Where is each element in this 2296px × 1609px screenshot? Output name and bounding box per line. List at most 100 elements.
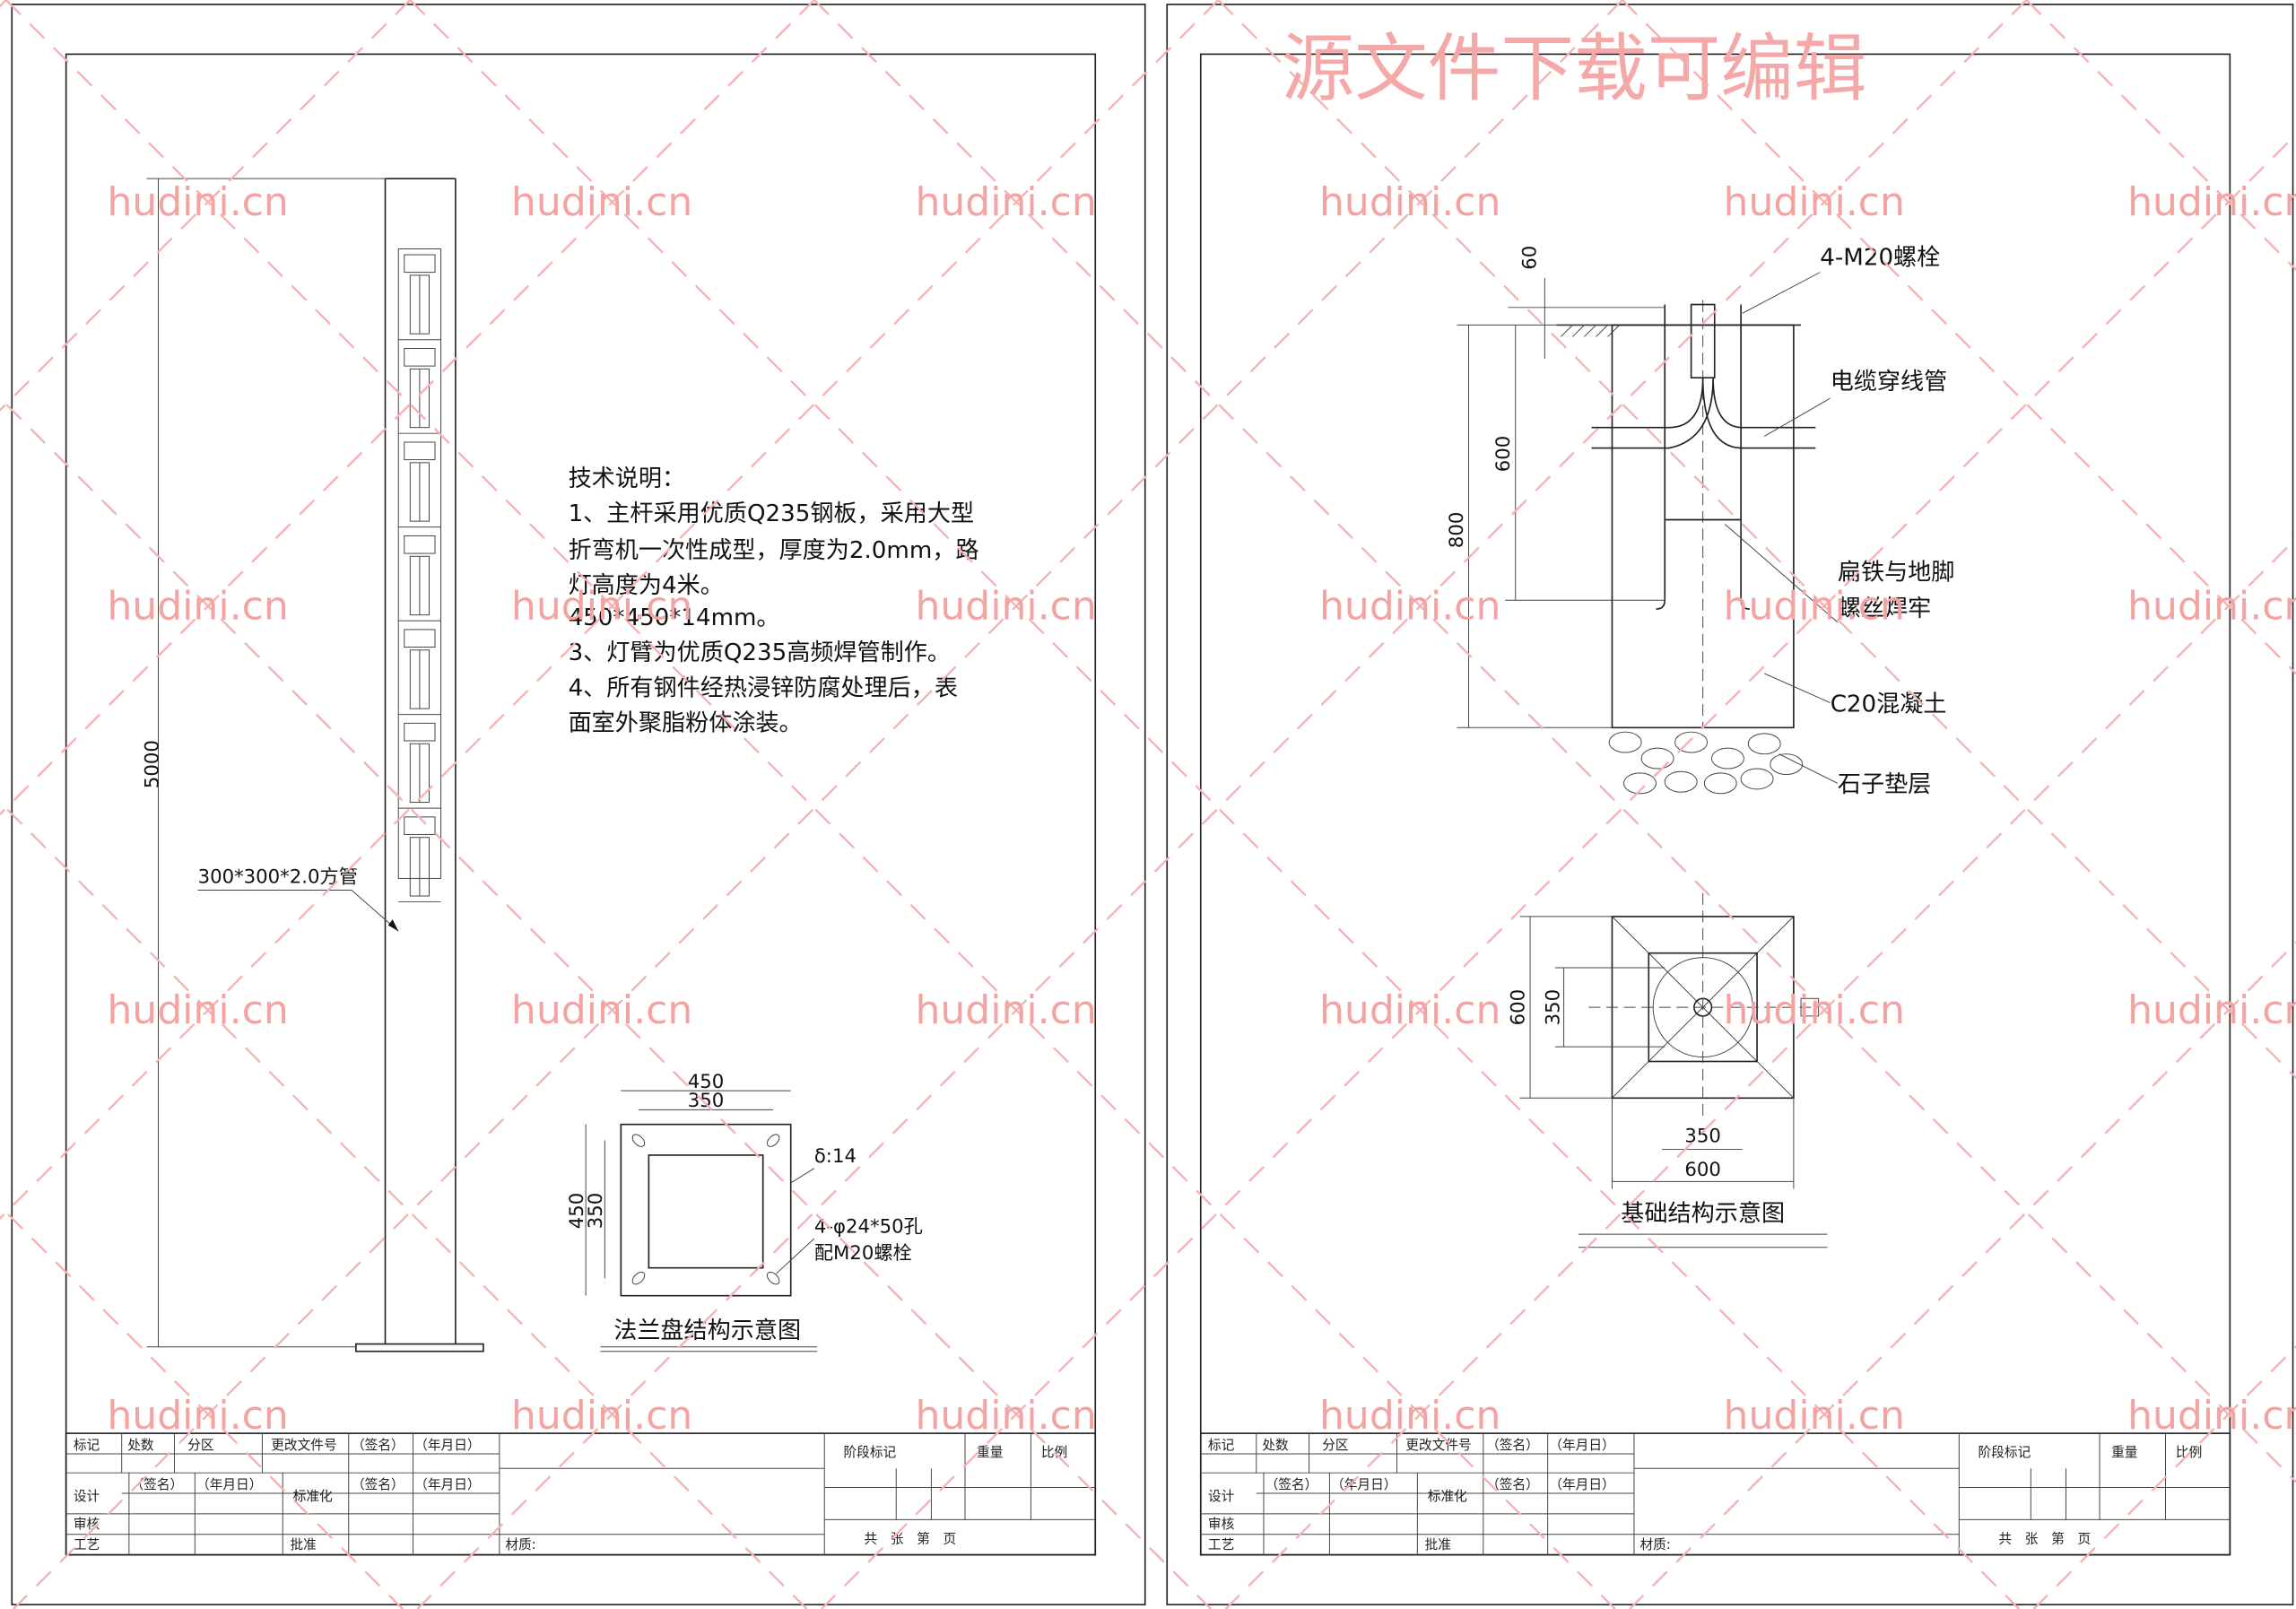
tb-sign: （签名）	[130, 1477, 183, 1492]
tb-stage-mark: 阶段标记	[843, 1445, 896, 1460]
watermark-text: hudini.cn	[511, 1393, 692, 1439]
tb-standard: 标准化	[293, 1489, 333, 1504]
flange-holes-label: 4-φ24*50孔	[814, 1215, 923, 1238]
watermark-text: hudini.cn	[511, 987, 692, 1033]
watermark-text: hudini.cn	[1319, 987, 1500, 1033]
tb-date: （年月日）	[196, 1477, 262, 1492]
gravel-label: 石子垫层	[1838, 771, 1931, 798]
watermark-line	[1622, 0, 2296, 675]
tb-change-doc: 更改文件号	[271, 1438, 336, 1453]
tb-design: 设计	[74, 1489, 100, 1504]
tb-weight: 重量	[2111, 1445, 2138, 1460]
tb-standard: 标准化	[1428, 1489, 1467, 1504]
tb-material: 材质:	[505, 1537, 535, 1552]
tb-change-doc: 更改文件号	[1405, 1438, 1471, 1453]
note-line: 450*450*14mm。	[569, 604, 780, 631]
tb-sheets: 共 张 第 页	[1998, 1531, 2091, 1547]
plan-dim-600-bottom: 600	[1684, 1159, 1721, 1181]
watermark-line	[13, 0, 1623, 1609]
note-line: 4、所有钢件经热浸锌防腐处理后，表	[569, 674, 958, 701]
tb-sign: （签名）	[352, 1477, 404, 1492]
watermark-text: hudini.cn	[107, 1393, 288, 1439]
weld-label-2: 螺丝焊牢	[1838, 596, 1931, 622]
watermark-text: hudini.cn	[1724, 584, 1905, 630]
dim-600: 600	[1492, 436, 1515, 473]
watermark-text: hudini.cn	[915, 1393, 1096, 1439]
note-line: 3、灯臂为优质Q235高频焊管制作。	[569, 639, 951, 666]
watermark-text: hudini.cn	[1724, 1393, 1905, 1439]
tb-date: （年月日）	[414, 1438, 480, 1453]
notes-title: 技术说明：	[569, 465, 686, 492]
bolt-label: 4-M20螺栓	[1820, 244, 1940, 271]
watermark-text: hudini.cn	[107, 987, 288, 1033]
watermark-text: hudini.cn	[2127, 1393, 2296, 1439]
watermark-text: hudini.cn	[2127, 179, 2296, 225]
flange-outer	[620, 1123, 792, 1297]
watermark-line	[0, 0, 1220, 1220]
tube-leader	[197, 890, 399, 932]
tb-date: （年月日）	[414, 1477, 480, 1492]
tb-date: （年月日）	[1549, 1438, 1614, 1453]
tb-process: 工艺	[1208, 1537, 1234, 1552]
dim-800: 800	[1446, 512, 1468, 549]
tube-label: 300*300*2.0方管	[198, 865, 358, 888]
watermark-text: hudini.cn	[2127, 987, 2296, 1033]
tb-count: 处数	[1262, 1438, 1289, 1453]
watermark-text: hudini.cn	[1724, 987, 1905, 1033]
flange-caption: 法兰盘结构示意图	[613, 1318, 801, 1344]
tb-count: 处数	[127, 1438, 154, 1453]
tb-date: （年月日）	[1549, 1477, 1614, 1492]
tb-review: 审核	[74, 1517, 100, 1532]
flange-thickness: δ:14	[814, 1145, 857, 1168]
watermark-text: hudini.cn	[1319, 1393, 1500, 1439]
watermark-line	[409, 0, 2021, 1609]
foundation-section: 60 600 800 4-M20螺栓 电缆穿线管 扁铁与地脚 螺丝焊牢 C20混…	[1446, 244, 1954, 798]
ground-hatch	[1560, 325, 1620, 337]
plan-dim-350-left: 350	[1543, 989, 1565, 1026]
watermark-line	[416, 0, 2028, 1609]
watermark-text: hudini.cn	[915, 179, 1096, 225]
watermark-text: hudini.cn	[915, 584, 1096, 630]
gravel-layer	[1608, 731, 1804, 795]
note-line: 面室外聚脂粉体涂装。	[569, 710, 803, 737]
cable-conduit	[1591, 378, 1816, 449]
watermark-line	[0, 1205, 404, 1609]
plan-caption: 基础结构示意图	[1621, 1200, 1785, 1227]
tb-design: 设计	[1208, 1489, 1235, 1504]
watermark-text: hudini.cn	[1724, 179, 1905, 225]
note-line: 折弯机一次性成型，厚度为2.0mm，路	[569, 537, 979, 564]
watermark-line	[4, 0, 1616, 1609]
tb-approve: 批准	[290, 1537, 317, 1552]
watermark-line	[1217, 0, 2296, 1080]
tb-process: 工艺	[74, 1537, 100, 1552]
watermark-text: hudini.cn	[1319, 584, 1500, 630]
watermark-text: hudini.cn	[1319, 179, 1500, 225]
tb-sign: （签名）	[352, 1438, 404, 1453]
watermark-text: hudini.cn	[915, 987, 1096, 1033]
watermark-line	[821, 133, 2296, 1609]
watermark-line	[0, 800, 808, 1609]
watermark-line	[0, 0, 7, 8]
flange-dim-inner-left: 350	[585, 1193, 607, 1230]
pole-elevation: 5000 300*300*2.0方管	[142, 178, 484, 1352]
flange-inner	[648, 1154, 764, 1269]
cable-label: 电缆穿线管	[1831, 369, 1948, 396]
watermark-line	[2025, 0, 2296, 272]
tb-stage-mark: 阶段标记	[1979, 1445, 2031, 1460]
tb-weight: 重量	[977, 1445, 1004, 1460]
tb-date: （年月日）	[1331, 1477, 1396, 1492]
tb-material: 材质:	[1639, 1537, 1670, 1552]
tb-approve: 批准	[1425, 1537, 1452, 1552]
left-sheet-frame	[65, 53, 1097, 1556]
tb-sign: （签名）	[1265, 1477, 1318, 1492]
watermark-line	[0, 0, 412, 412]
dim-60: 60	[1519, 246, 1542, 270]
flange-diagram: 450 350 450 350 δ:14 4-φ24*50孔 配M20螺栓 法兰…	[566, 1071, 923, 1352]
watermark-line	[1629, 941, 2296, 1609]
decorative-lattice	[397, 248, 442, 903]
tb-sign: （签名）	[1486, 1477, 1539, 1492]
watermark-line	[813, 0, 2296, 1483]
title-block-left: 标记处数分区更改文件号（签名）（年月日）设计（签名）（年月日）标准化（签名）（年…	[65, 1432, 1097, 1556]
